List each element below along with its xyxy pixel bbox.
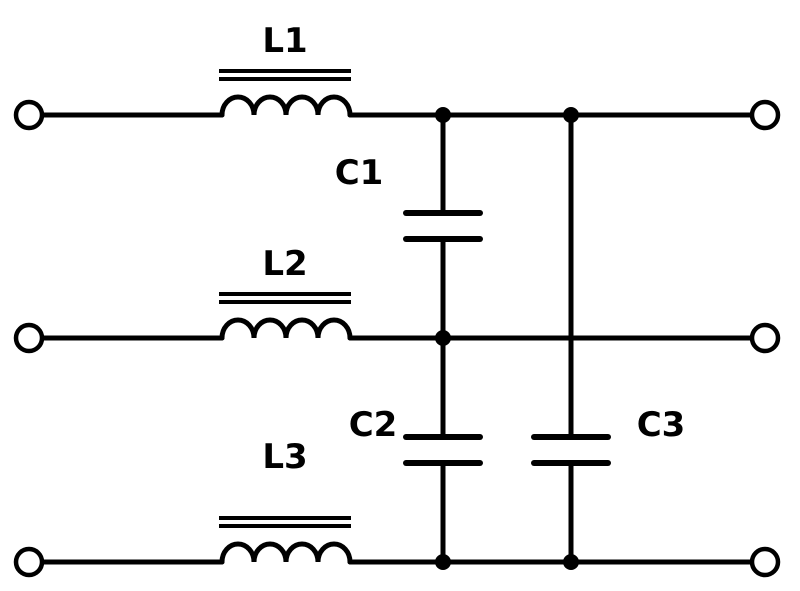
line-2-output-terminal [749, 322, 781, 354]
line-1 [13, 69, 781, 131]
label-c2: C2 [349, 405, 398, 445]
capacitor-c1 [403, 112, 483, 341]
label-l2: L2 [262, 244, 307, 284]
capacitor-c2 [403, 335, 483, 565]
junction-dot [435, 330, 451, 346]
label-c3: C3 [637, 405, 686, 445]
junction-dot [435, 107, 451, 123]
line-1-input-terminal [13, 99, 45, 131]
line-2 [13, 292, 781, 354]
capacitor-c3 [531, 112, 611, 565]
line-2-input-terminal [13, 322, 45, 354]
junction-dot [563, 107, 579, 123]
inductor-l3-coil [219, 541, 353, 565]
junction-dot [435, 554, 451, 570]
label-c1: C1 [335, 153, 384, 193]
inductor-l2-coil [219, 317, 353, 341]
label-l3: L3 [262, 437, 307, 477]
label-l1: L1 [262, 21, 307, 61]
line-3 [13, 516, 781, 578]
line-3-output-terminal [749, 546, 781, 578]
line-1-output-terminal [749, 99, 781, 131]
junction-dot [563, 554, 579, 570]
line-3-input-terminal [13, 546, 45, 578]
inductor-l1-coil [219, 94, 353, 118]
